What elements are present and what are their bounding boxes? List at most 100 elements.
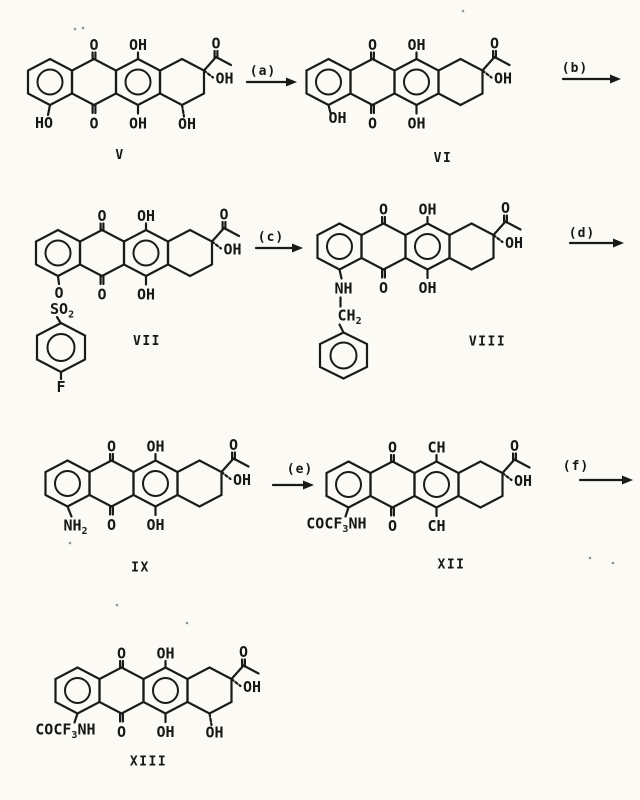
compound-number-V: V	[115, 148, 124, 163]
compound-number-XIII: XIII	[130, 755, 167, 770]
c9-stereo-bond	[492, 233, 504, 244]
scan-speck	[68, 541, 72, 545]
quinone-top-oxygen-label: O	[368, 36, 377, 54]
ring-c	[142, 666, 189, 715]
scan-speck	[81, 26, 85, 30]
trifluoroacetamido-label: COCF3NH	[35, 721, 95, 742]
ring-b	[88, 459, 135, 508]
ring-c-bottom-label: OH	[137, 286, 155, 304]
ring-c-top-label: OH	[129, 36, 147, 54]
ring-c-aromatic-circle	[414, 233, 441, 260]
ring-c-top-label: OH	[137, 207, 155, 225]
ring-a	[325, 460, 372, 509]
ring-a	[34, 228, 82, 278]
ring-a	[316, 222, 363, 271]
acetyl-methyl-bond	[504, 220, 522, 231]
ring-d	[186, 666, 233, 715]
ring-b	[360, 222, 407, 271]
ring-a-aromatic-circle	[326, 233, 353, 260]
ring-a-sub-bond	[344, 506, 350, 518]
ring-d	[158, 57, 206, 107]
arrow-step-label: (f)	[563, 459, 589, 474]
c9-hydroxyl-label: OH	[514, 472, 532, 490]
benzyl-phenyl-ring	[318, 331, 369, 380]
fluorophenyl-ring	[35, 321, 87, 374]
acetyl-methyl-bond	[242, 664, 260, 675]
c7-bond	[208, 712, 213, 727]
scan-speck	[185, 621, 189, 625]
ring-d	[176, 459, 223, 508]
ring-a-hydroxy-label: HO	[35, 114, 53, 132]
arrowhead	[303, 480, 314, 490]
amino-label: NH2	[63, 517, 87, 538]
quinone-bottom-oxygen-label: O	[368, 115, 377, 133]
acetyl-oxygen-label: O	[211, 35, 220, 53]
reaction-arrow-a: (a)	[245, 64, 297, 87]
ring-c-top-label: OH	[418, 201, 436, 219]
ring-d	[166, 228, 214, 278]
ring-c-aromatic-circle	[124, 68, 152, 96]
ring-c	[404, 222, 451, 271]
quinone-top-oxygen-label: O	[97, 207, 106, 225]
ring-c-aromatic-circle	[132, 239, 160, 267]
ring-c-bottom-label: CH	[427, 517, 445, 535]
c9-hydroxyl-label: OH	[224, 241, 242, 259]
ring-a-aromatic-circle	[44, 239, 72, 267]
ring-a	[26, 57, 74, 107]
arrow-step-label: (a)	[250, 64, 276, 79]
acetyl-bond	[220, 457, 235, 474]
ring-a-sub-bond	[327, 103, 332, 115]
quinone-top-oxygen-label: O	[107, 438, 116, 456]
ring-c-aromatic-circle	[152, 677, 179, 704]
arrowhead	[292, 243, 303, 253]
fluorine-label: F	[56, 378, 65, 396]
quinone-bottom-oxygen-label: O	[388, 517, 397, 535]
methylene-label: CH2	[338, 307, 362, 328]
ring-a-sub-bond	[46, 103, 52, 117]
benzyl-aromatic-circle	[329, 341, 358, 370]
acetyl-oxygen-label: O	[239, 643, 248, 661]
ring-c	[132, 459, 179, 508]
acetyl-oxygen-label: O	[501, 199, 510, 217]
ring-c-top-label: CH	[427, 439, 445, 457]
amine-nh-label: NH	[334, 280, 352, 298]
ring-c-aromatic-circle	[142, 470, 169, 497]
ring-c-top-label: OH	[407, 36, 425, 54]
ring-c-top-label: OH	[156, 645, 174, 663]
ch2-phenyl-bond	[338, 323, 345, 334]
c9-hydroxyl-label: OH	[505, 234, 523, 252]
ring-a-sub-bond	[73, 712, 79, 724]
ring-c	[413, 460, 460, 509]
quinone-bottom-oxygen-label: O	[97, 286, 106, 304]
ring-a	[44, 459, 91, 508]
ring-c-aromatic-circle	[423, 471, 450, 498]
acetyl-bond	[501, 458, 516, 475]
ring-c	[122, 228, 170, 278]
arrowhead	[286, 77, 297, 87]
fluorophenyl-aromatic-circle	[46, 333, 76, 362]
ring-a	[305, 57, 352, 107]
ring-a-aromatic-circle	[54, 470, 81, 497]
c9-hydroxyl-label: OH	[233, 471, 251, 489]
c9-hydroxyl-label: OH	[216, 70, 234, 88]
ring-a	[54, 666, 101, 715]
ring-a-sub-bond	[338, 268, 343, 280]
scan-speck	[115, 603, 119, 607]
quinone-bottom-oxygen-label: O	[107, 516, 116, 534]
ring-d	[457, 460, 504, 509]
ring-a-sub-bond	[56, 274, 61, 286]
scan-speck	[588, 556, 592, 560]
ring-a-aromatic-circle	[64, 677, 91, 704]
c9-stereo-bond	[501, 471, 513, 482]
acetyl-bond	[481, 55, 496, 72]
quinone-top-oxygen-label: O	[379, 201, 388, 219]
ring-b	[78, 228, 126, 278]
ring-c-aromatic-circle	[403, 68, 430, 96]
quinone-bottom-oxygen-label: O	[379, 279, 388, 297]
ring-a-aromatic-circle	[36, 68, 64, 96]
c9-hydroxyl-label: OH	[243, 678, 261, 696]
sulfonyl-label: SO2	[50, 300, 74, 321]
acetyl-oxygen-label: O	[510, 437, 519, 455]
